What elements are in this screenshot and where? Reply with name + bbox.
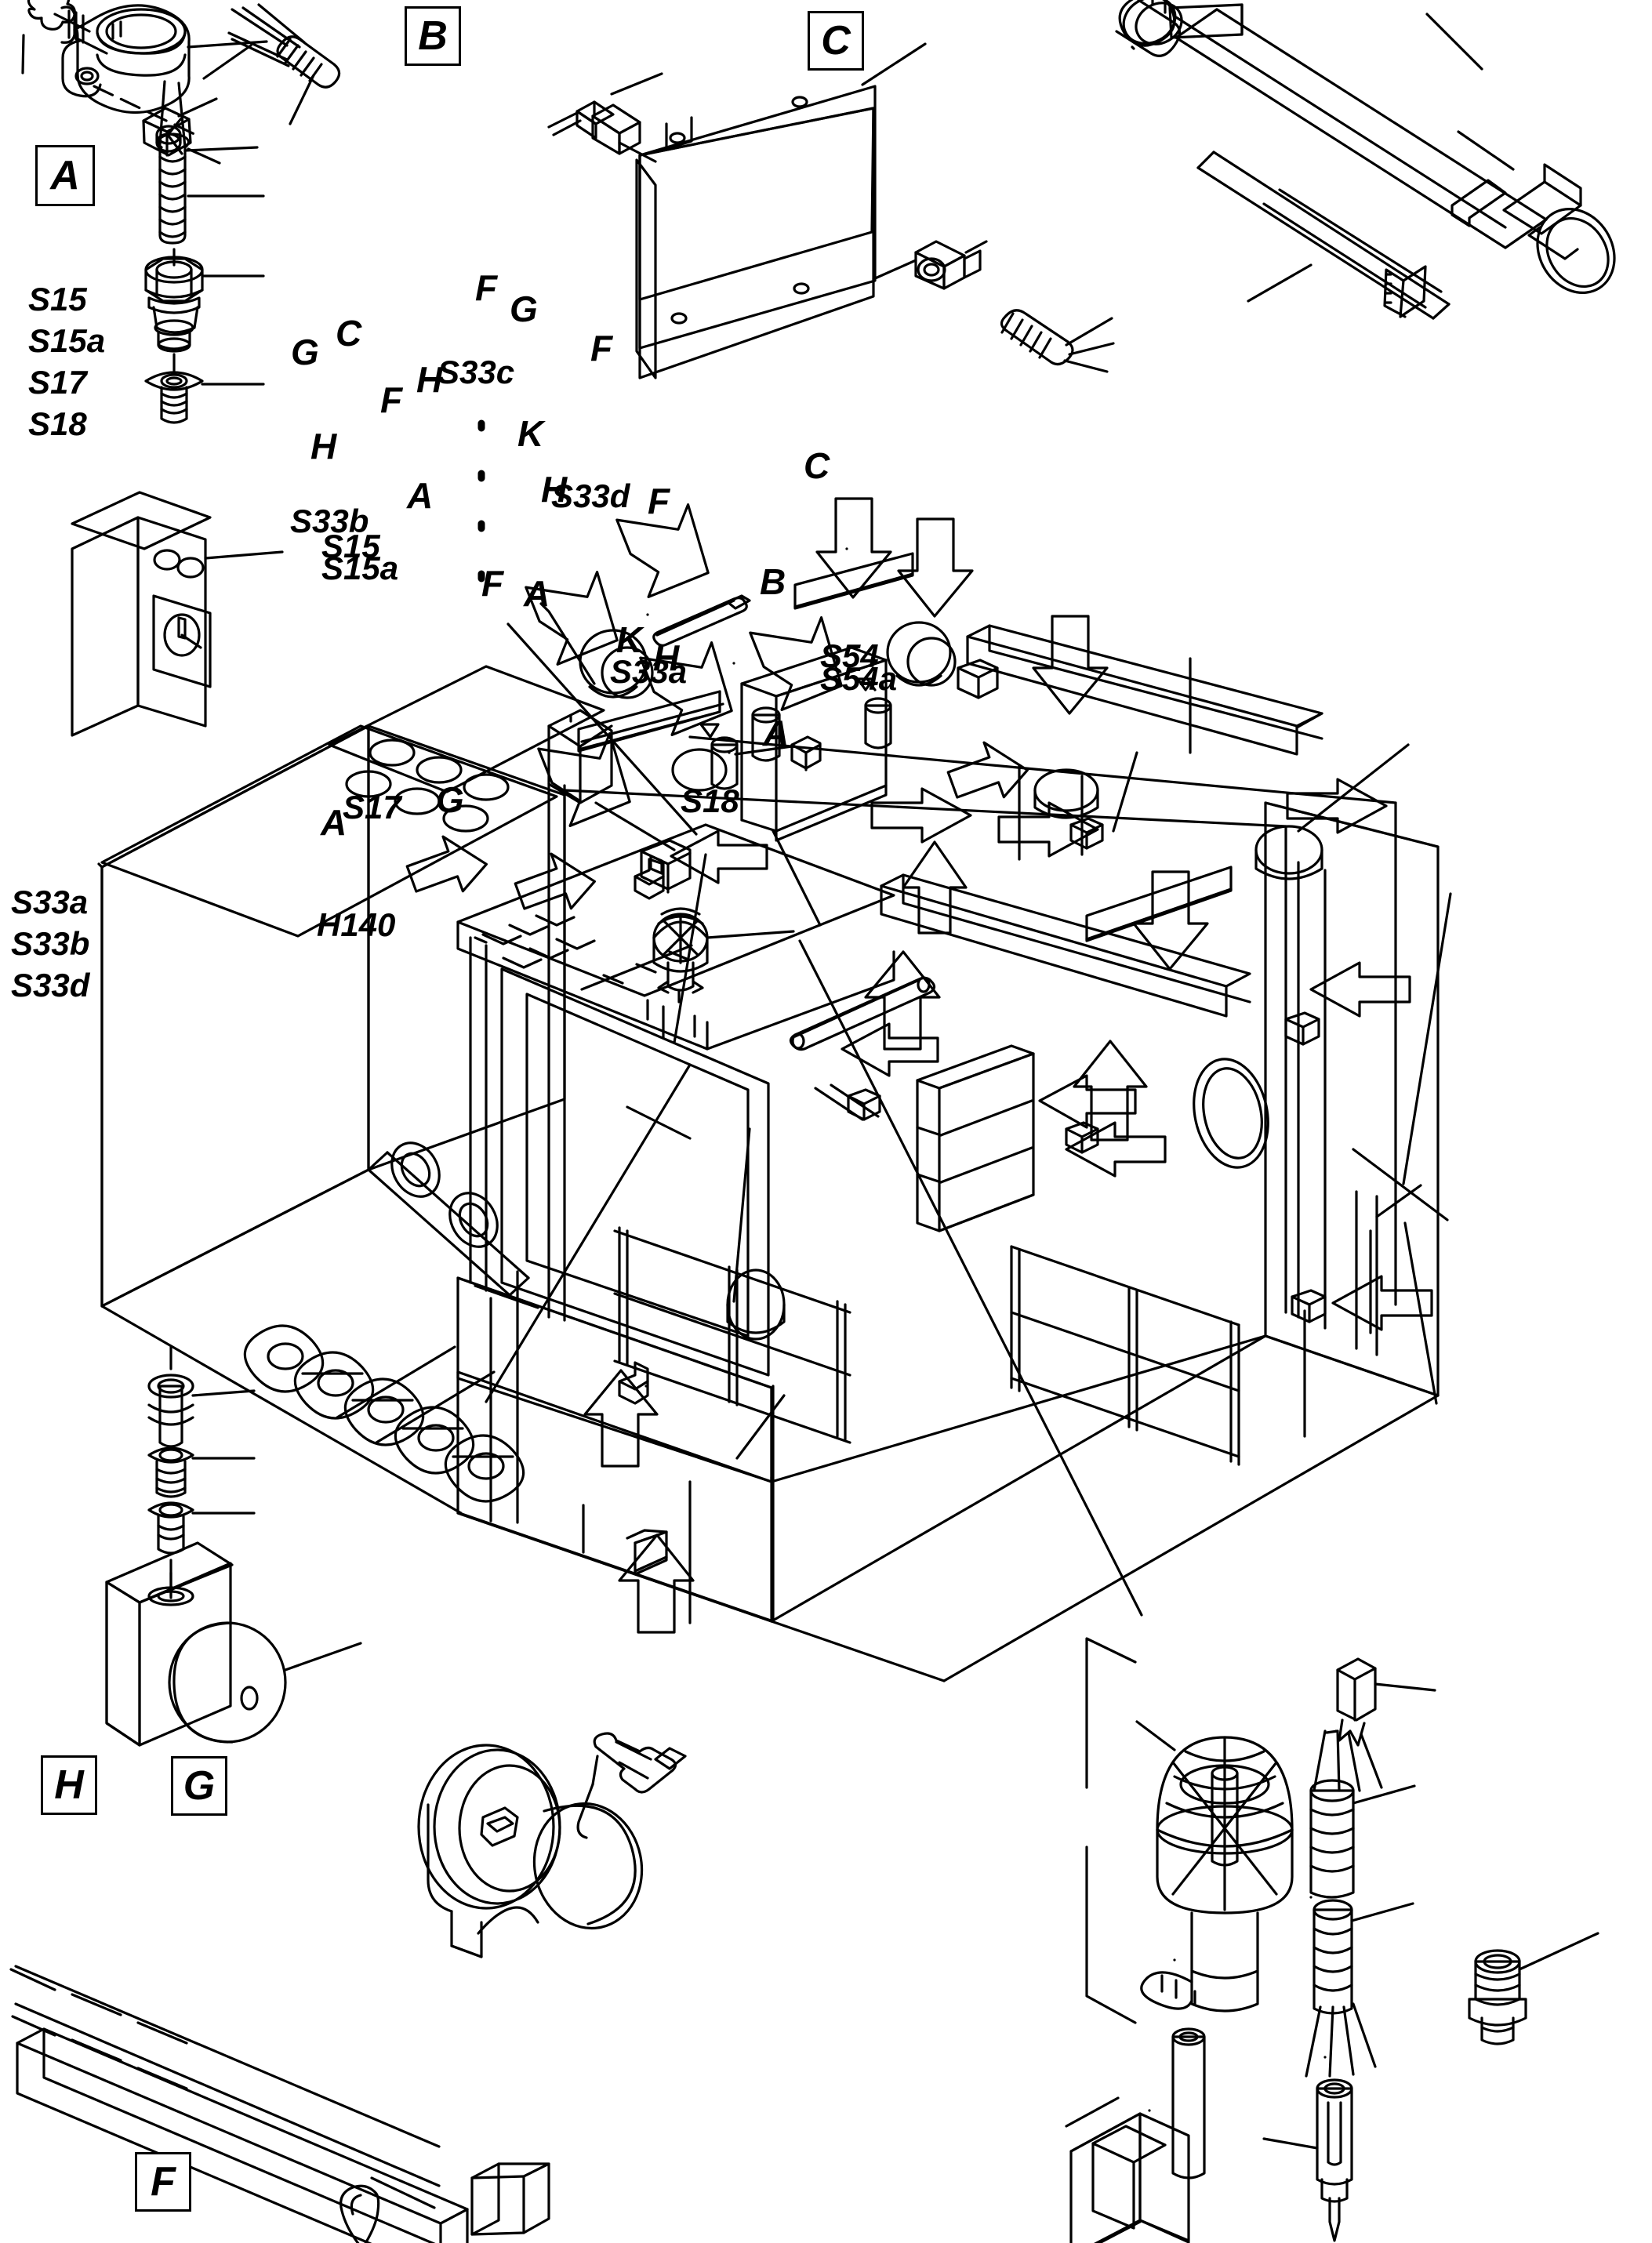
detail-box-f: F bbox=[135, 2152, 191, 2212]
detail-g-speaker bbox=[417, 1732, 687, 1958]
dash-beacon bbox=[652, 907, 795, 1004]
callout-f-3: F bbox=[380, 379, 403, 420]
detail-a-clamp-group bbox=[21, 0, 268, 165]
part-label-s15: S15 bbox=[321, 528, 380, 564]
callout-h-3: H bbox=[541, 469, 568, 510]
callout-k-1: K bbox=[517, 413, 544, 454]
detail-f-rail bbox=[9, 1965, 550, 2243]
detail-a-conduit-stack bbox=[144, 80, 265, 424]
callout-a-1: A bbox=[407, 475, 434, 516]
part-label-left-stack: S15 S15a S17 S18 bbox=[28, 281, 106, 442]
detail-k-beacon-panel bbox=[1065, 1637, 1599, 2243]
callout-f-1: F bbox=[475, 267, 498, 308]
part-label-s54: S54 bbox=[820, 637, 879, 674]
callout-c-2: C bbox=[804, 445, 830, 486]
detail-box-g: G bbox=[171, 1756, 227, 1816]
detail-box-h: H bbox=[41, 1755, 97, 1815]
detail-b-junction-box bbox=[547, 42, 1115, 379]
part-label-s18: S18 bbox=[681, 782, 739, 819]
detail-a-switch-box bbox=[71, 491, 284, 737]
part-label-s54a: S54a bbox=[820, 660, 898, 697]
callout-f-5: F bbox=[481, 563, 504, 604]
callout-a-2: A bbox=[524, 573, 550, 614]
part-label-s33d: S33d bbox=[551, 477, 630, 514]
detail-c-actuator bbox=[1115, 0, 1616, 320]
detail-box-a: A bbox=[35, 145, 95, 206]
main-machine-assembly bbox=[97, 547, 1440, 1682]
part-label-s33a: S33a bbox=[610, 653, 688, 690]
callout-b-1: B bbox=[760, 561, 786, 602]
callout-g-1: G bbox=[510, 289, 538, 329]
callout-f-4: F bbox=[648, 481, 670, 521]
part-label-s15a: S15a bbox=[321, 550, 399, 586]
callout-arrows bbox=[405, 497, 1433, 1634]
callout-h-2: H bbox=[310, 426, 337, 466]
callout-h-1: H bbox=[416, 359, 443, 400]
callout-k-2: K bbox=[616, 619, 643, 660]
leader-lines bbox=[485, 602, 1452, 1617]
detail-h-horn bbox=[105, 1345, 362, 1747]
detail-box-c: C bbox=[808, 11, 864, 71]
part-label-h140: H140 bbox=[317, 906, 396, 943]
detail-box-b: B bbox=[405, 6, 461, 66]
detail-a-wire bbox=[202, 3, 341, 125]
part-label-s33c: S33c bbox=[438, 354, 515, 390]
callout-c-1: C bbox=[336, 313, 362, 354]
callout-g-3: G bbox=[436, 779, 464, 820]
part-label-s33-stack: S33a S33b S33d bbox=[11, 884, 90, 1004]
callout-f-2: F bbox=[590, 328, 613, 368]
callout-g-2: G bbox=[291, 332, 319, 372]
part-label-s33b: S33b bbox=[290, 503, 369, 539]
callout-a-3: A bbox=[763, 713, 790, 753]
callout-a-4: A bbox=[321, 802, 347, 843]
callout-h-4: H bbox=[653, 637, 680, 678]
part-label-s17: S17 bbox=[343, 789, 401, 826]
